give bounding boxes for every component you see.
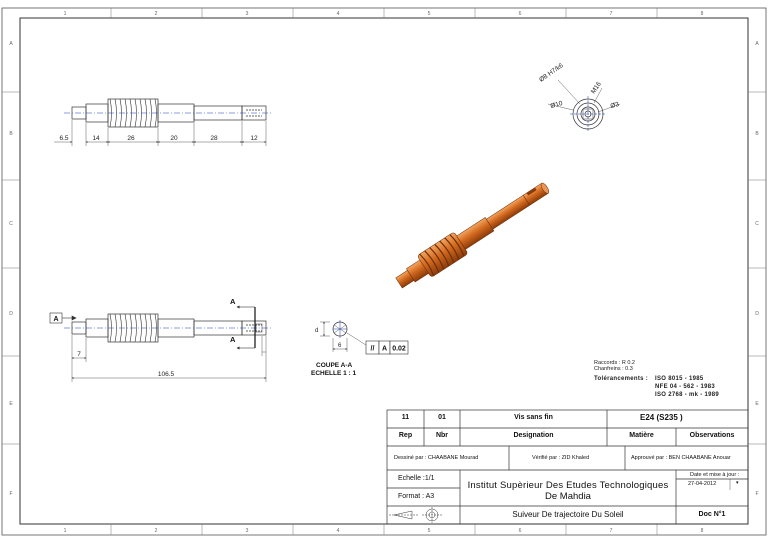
- datum-label: A: [53, 316, 58, 323]
- front-view-dimensions: [71, 335, 267, 382]
- tb-institut-line1: Institut Supèrieur Des Etudes Technologi…: [467, 480, 669, 491]
- row-label: B: [755, 131, 759, 137]
- col-label: 5: [428, 528, 431, 534]
- col-label: 4: [337, 11, 340, 17]
- section-title: COUPE A-A: [316, 362, 353, 369]
- side-label: M16: [590, 80, 603, 95]
- col-label: 5: [428, 11, 431, 17]
- isometric-part: [395, 182, 550, 289]
- title-block-grid: [386, 409, 749, 525]
- tb-approuve: Approuvé par : BEN CHAABANE Anouar: [631, 455, 731, 461]
- dim-label: 106.5: [158, 371, 175, 378]
- tb-header-rep: Rep: [398, 432, 413, 439]
- row-label: C: [755, 221, 759, 227]
- tb-doc-number: Doc N°1: [698, 511, 726, 518]
- row-label: C: [9, 221, 13, 227]
- tb-matiere-value: E24 (S235 ): [640, 413, 683, 422]
- tb-project-title: Suiveur De trajectoire Du Soleil: [512, 510, 624, 519]
- section-cut-line: [236, 305, 256, 350]
- tolerance-value: 0.02: [392, 346, 406, 353]
- note-tolerancement-1: ISO 8015 - 1985: [655, 376, 704, 382]
- dim-label: 6.5: [59, 135, 68, 142]
- row-label: D: [755, 311, 759, 317]
- dim-label: 12: [250, 135, 258, 142]
- note-tolerancements-label: Tolérancements :: [594, 376, 649, 382]
- col-label: 7: [610, 528, 613, 534]
- row-label: F: [755, 491, 758, 497]
- note-tolerancement-3: ISO 2768 - mk - 1989: [655, 392, 720, 398]
- col-label: 1: [64, 528, 67, 534]
- tb-dessine: Dessiné par : CHAABANE Mourad: [394, 455, 479, 461]
- section-dim: d: [315, 328, 318, 334]
- col-label: 3: [246, 11, 249, 17]
- note-chanfreins: Chanfreins : 0.3: [594, 366, 633, 372]
- col-label: 1: [64, 11, 67, 17]
- side-label: Ø8 H7/k6: [538, 62, 565, 84]
- dim-label: 26: [127, 135, 135, 142]
- col-label: 6: [519, 11, 522, 17]
- tolerance-datum: A: [382, 346, 387, 353]
- tolerance-symbol: //: [371, 346, 375, 353]
- row-label: F: [9, 491, 12, 497]
- section-dim: 6: [338, 343, 342, 349]
- tb-header-designation: Designation: [513, 432, 554, 439]
- col-label: 3: [246, 528, 249, 534]
- row-label: A: [9, 41, 13, 47]
- section-view: [320, 320, 367, 352]
- row-label: E: [9, 401, 13, 407]
- side-view: [547, 79, 621, 132]
- row-label: D: [9, 311, 13, 317]
- tb-date-label: Date et mise à jour :: [690, 472, 740, 478]
- col-label: 2: [155, 11, 158, 17]
- inner-frame: [19, 17, 749, 525]
- tb-date-dropdown-icon[interactable]: ▾: [736, 480, 739, 486]
- dim-label: 7: [77, 351, 81, 358]
- side-label: Ø10: [550, 100, 564, 110]
- tb-echelle: Echelle :1/1: [398, 475, 435, 482]
- col-label: 8: [701, 11, 704, 17]
- col-label: 6: [519, 528, 522, 534]
- projection-symbol: [389, 507, 442, 523]
- zone-ticks: [2, 8, 766, 535]
- row-label: A: [755, 41, 759, 47]
- section-mark: A: [230, 297, 236, 306]
- top-view-dimensions: [54, 120, 267, 146]
- tb-rep-value: 11: [401, 414, 410, 421]
- tb-header-observations: Observations: [689, 432, 735, 439]
- tb-nbr-value: 01: [438, 414, 446, 421]
- note-tolerancement-2: NFE 04 - 562 - 1983: [655, 384, 716, 390]
- tb-format: Format : A3: [398, 493, 435, 500]
- tolerance-frame: [365, 340, 409, 355]
- section-scale: ECHELLE 1 : 1: [311, 370, 357, 377]
- dim-label: 28: [210, 135, 218, 142]
- col-label: 8: [701, 528, 704, 534]
- tb-designation-value: Vis sans fin: [514, 414, 553, 421]
- dim-label: 14: [92, 135, 100, 142]
- tb-header-matiere: Matière: [629, 432, 654, 439]
- row-label: B: [9, 131, 13, 137]
- note-raccords: Raccords : R 0.2: [594, 360, 635, 366]
- row-label: E: [755, 401, 759, 407]
- tb-verifie: Vérifié par : ZID Khaled: [532, 455, 590, 461]
- dim-label: 20: [170, 135, 178, 142]
- side-label: Ø3: [610, 101, 621, 110]
- tb-date: 27-04-2012: [688, 481, 717, 487]
- col-label: 4: [337, 528, 340, 534]
- datum-a: [49, 312, 77, 324]
- section-mark: A: [230, 335, 236, 344]
- tb-header-nbr: Nbr: [435, 432, 449, 439]
- tb-institut-line2: De Mahdia: [545, 491, 591, 502]
- col-label: 2: [155, 528, 158, 534]
- col-label: 7: [610, 11, 613, 17]
